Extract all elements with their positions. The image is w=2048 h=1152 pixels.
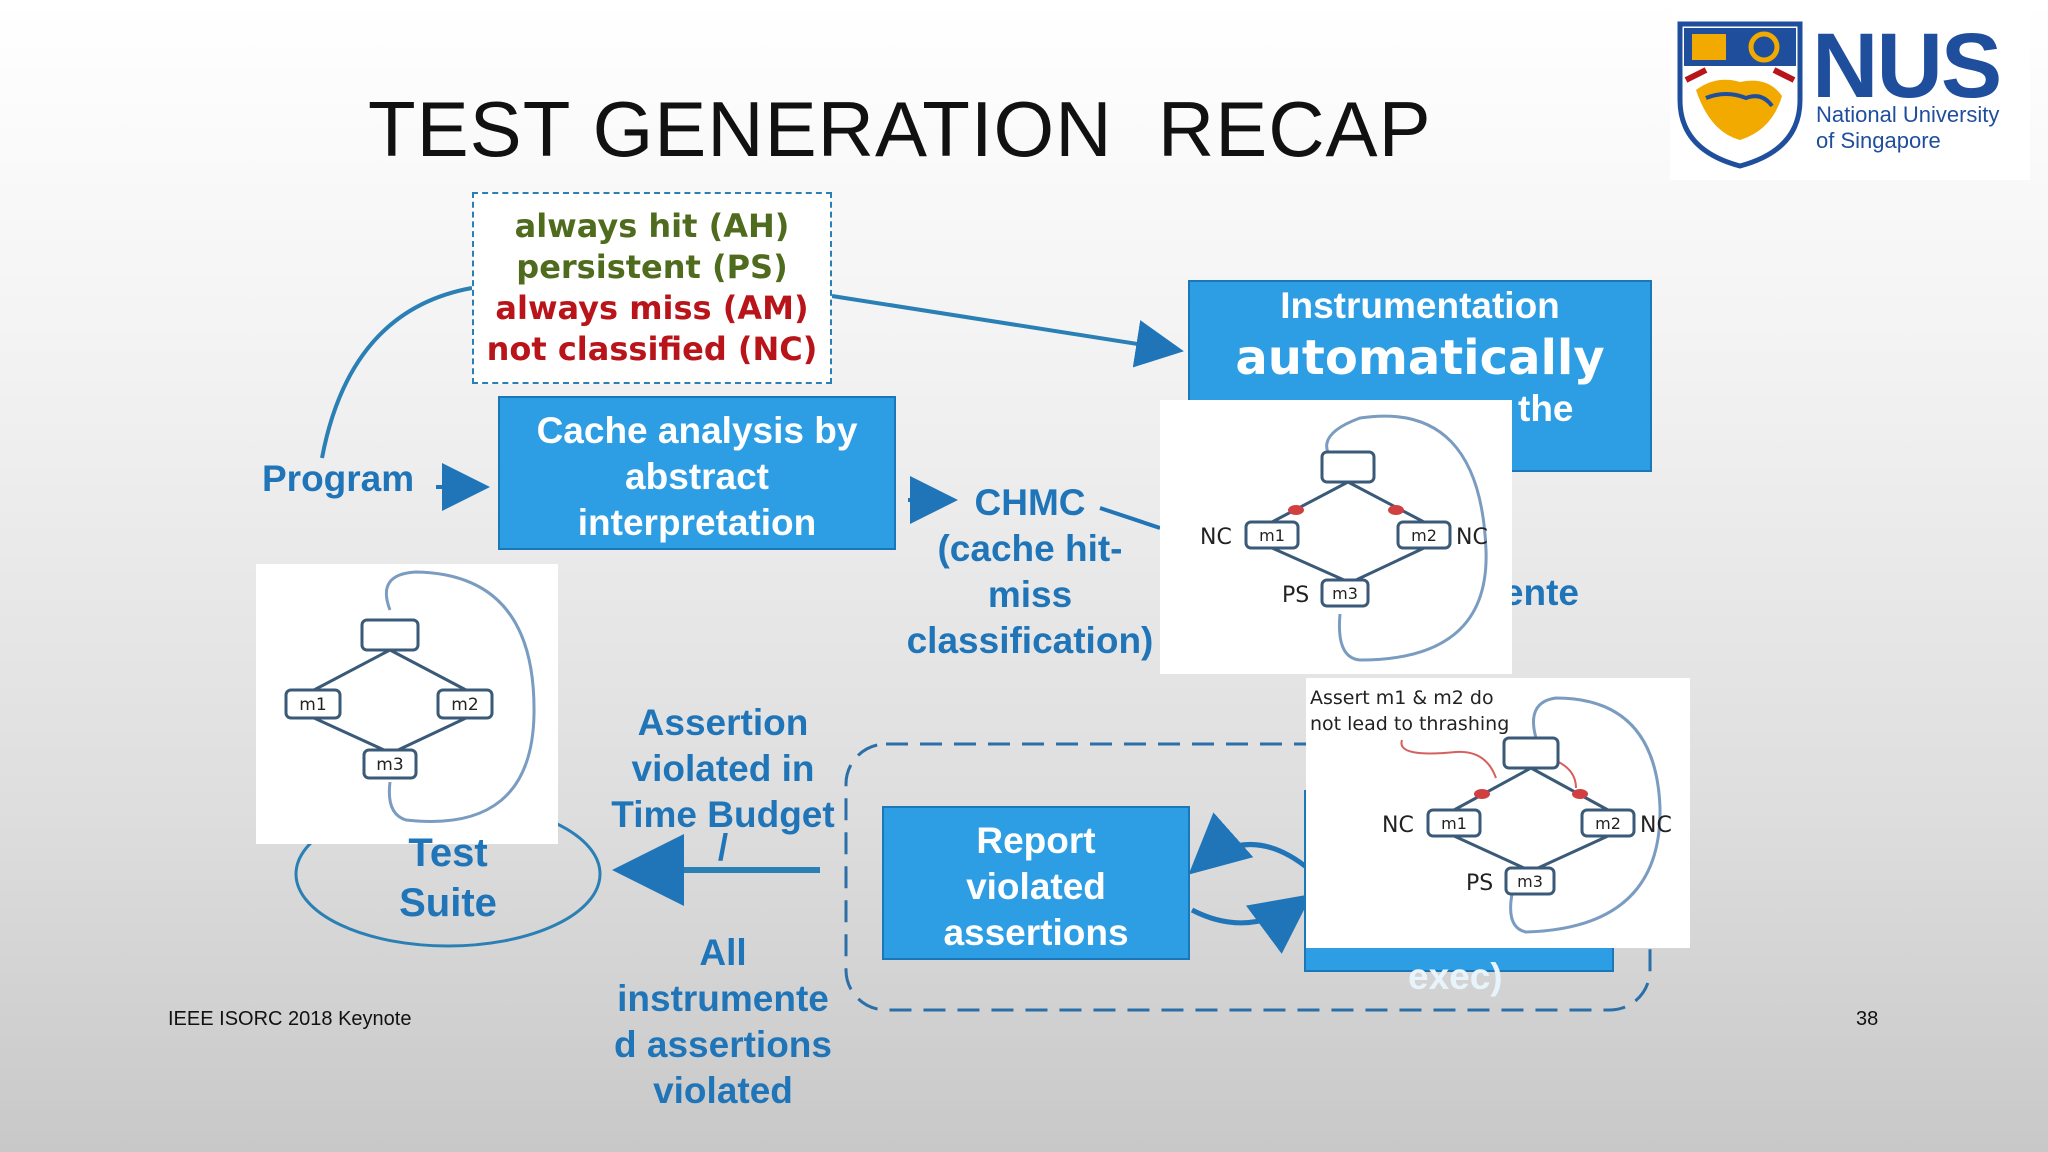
cfg-top-m2: m2: [1411, 526, 1437, 545]
cache-line1: Cache analysis by: [536, 410, 858, 451]
cfg-top-m1: m1: [1259, 526, 1285, 545]
all-line2: instrumente: [617, 978, 829, 1019]
all-line1: All: [699, 932, 747, 973]
cfg-thumbnail-assert: Assert m1 & m2 do not lead to thrashing …: [1306, 678, 1690, 948]
nus-logo: NUS National University of Singapore: [1670, 10, 2030, 180]
cfg-top-nc-right: NC: [1456, 525, 1488, 550]
slide-title: TEST GENERATION RECAP: [368, 85, 1432, 173]
cfg-assert-nc-left: NC: [1382, 813, 1414, 838]
report-line3: assertions: [943, 912, 1129, 953]
chmc-line3: miss: [987, 574, 1073, 615]
cfg-assert-m2: m2: [1595, 814, 1621, 833]
test-suite-label: Test Suite: [370, 828, 526, 928]
class-always-miss: always miss (AM): [495, 289, 809, 327]
cfg-left-m1: m1: [299, 695, 326, 715]
cfg-assert-nc-right: NC: [1640, 813, 1672, 838]
instr-auto-word: automatically: [1235, 330, 1605, 386]
test-suite-line1: Test: [408, 831, 488, 875]
logo-name: NUS: [1812, 15, 2002, 117]
class-to-instr-arrow: [831, 294, 1184, 368]
slide-number: 38: [1856, 1008, 1879, 1030]
chmc-text: CHMC (cache hit- miss classification): [900, 480, 1160, 664]
cache-line2: abstract: [625, 456, 769, 497]
chmc-line1: CHMC: [974, 482, 1086, 523]
report-line2: violated: [966, 866, 1106, 907]
report-violated-box: Report violated assertions: [882, 806, 1190, 960]
all-line4: violated: [653, 1070, 793, 1111]
program-to-class-arrow: [320, 286, 473, 459]
class-always-hit: always hit (AH): [514, 207, 790, 245]
cache-line3: interpretation: [577, 502, 817, 543]
assertion-line2: violated in: [631, 748, 815, 789]
assert-note-line1: Assert m1 & m2 do: [1310, 687, 1494, 709]
cfg-top-nc-left: NC: [1200, 525, 1232, 550]
cfg-left-m2: m2: [451, 695, 478, 715]
report-line1: Report: [976, 820, 1096, 861]
exec-to-report-arrow: [1188, 812, 1312, 875]
assertion-line3: Time Budget: [611, 794, 835, 835]
nus-crest-icon: [1677, 21, 1803, 169]
cfg-top-ps: PS: [1282, 583, 1309, 608]
instr-line1: Instrumentation: [1280, 285, 1560, 326]
cfg-assert-m3: m3: [1517, 872, 1543, 891]
class-persistent: persistent (PS): [516, 248, 788, 286]
assertion-line4: /: [717, 827, 729, 868]
logo-line2: of Singapore: [1816, 128, 1941, 153]
all-line3: d assertions: [614, 1024, 832, 1065]
program-label: Program: [262, 458, 415, 499]
footer-left: IEEE ISORC 2018 Keynote: [168, 1008, 412, 1030]
all-violated-text: All instrumente d assertions violated: [592, 930, 854, 1114]
cache-analysis-box: Cache analysis by abstract interpretatio…: [498, 396, 896, 550]
cfg-top-m3: m3: [1332, 584, 1358, 603]
assertion-violated-text: Assertion violated in Time Budget /: [600, 700, 846, 868]
cfg-assert-ps: PS: [1466, 871, 1493, 896]
cfg-thumbnail-top: m1 m2 m3 NC NC PS: [1160, 400, 1512, 674]
cfg-thumbnail-left: m1 m2 m3: [256, 564, 558, 844]
chmc-line2: (cache hit-: [937, 528, 1123, 569]
cfg-left-m3: m3: [376, 755, 403, 775]
partial-exec: exec): [1408, 956, 1503, 997]
class-not-classified: not classified (NC): [486, 330, 818, 368]
test-suite-line2: Suite: [399, 881, 497, 925]
cfg-assert-m1: m1: [1441, 814, 1467, 833]
logo-line1: National University: [1816, 102, 2000, 127]
chmc-line4: classification): [906, 620, 1154, 661]
assertion-line1: Assertion: [637, 702, 809, 743]
instr-the: the: [1518, 388, 1574, 429]
report-to-exec-arrow: [1190, 894, 1313, 954]
classification-box: always hit (AH) persistent (PS) always m…: [472, 192, 832, 384]
assert-note-line2: not lead to thrashing: [1310, 713, 1509, 735]
